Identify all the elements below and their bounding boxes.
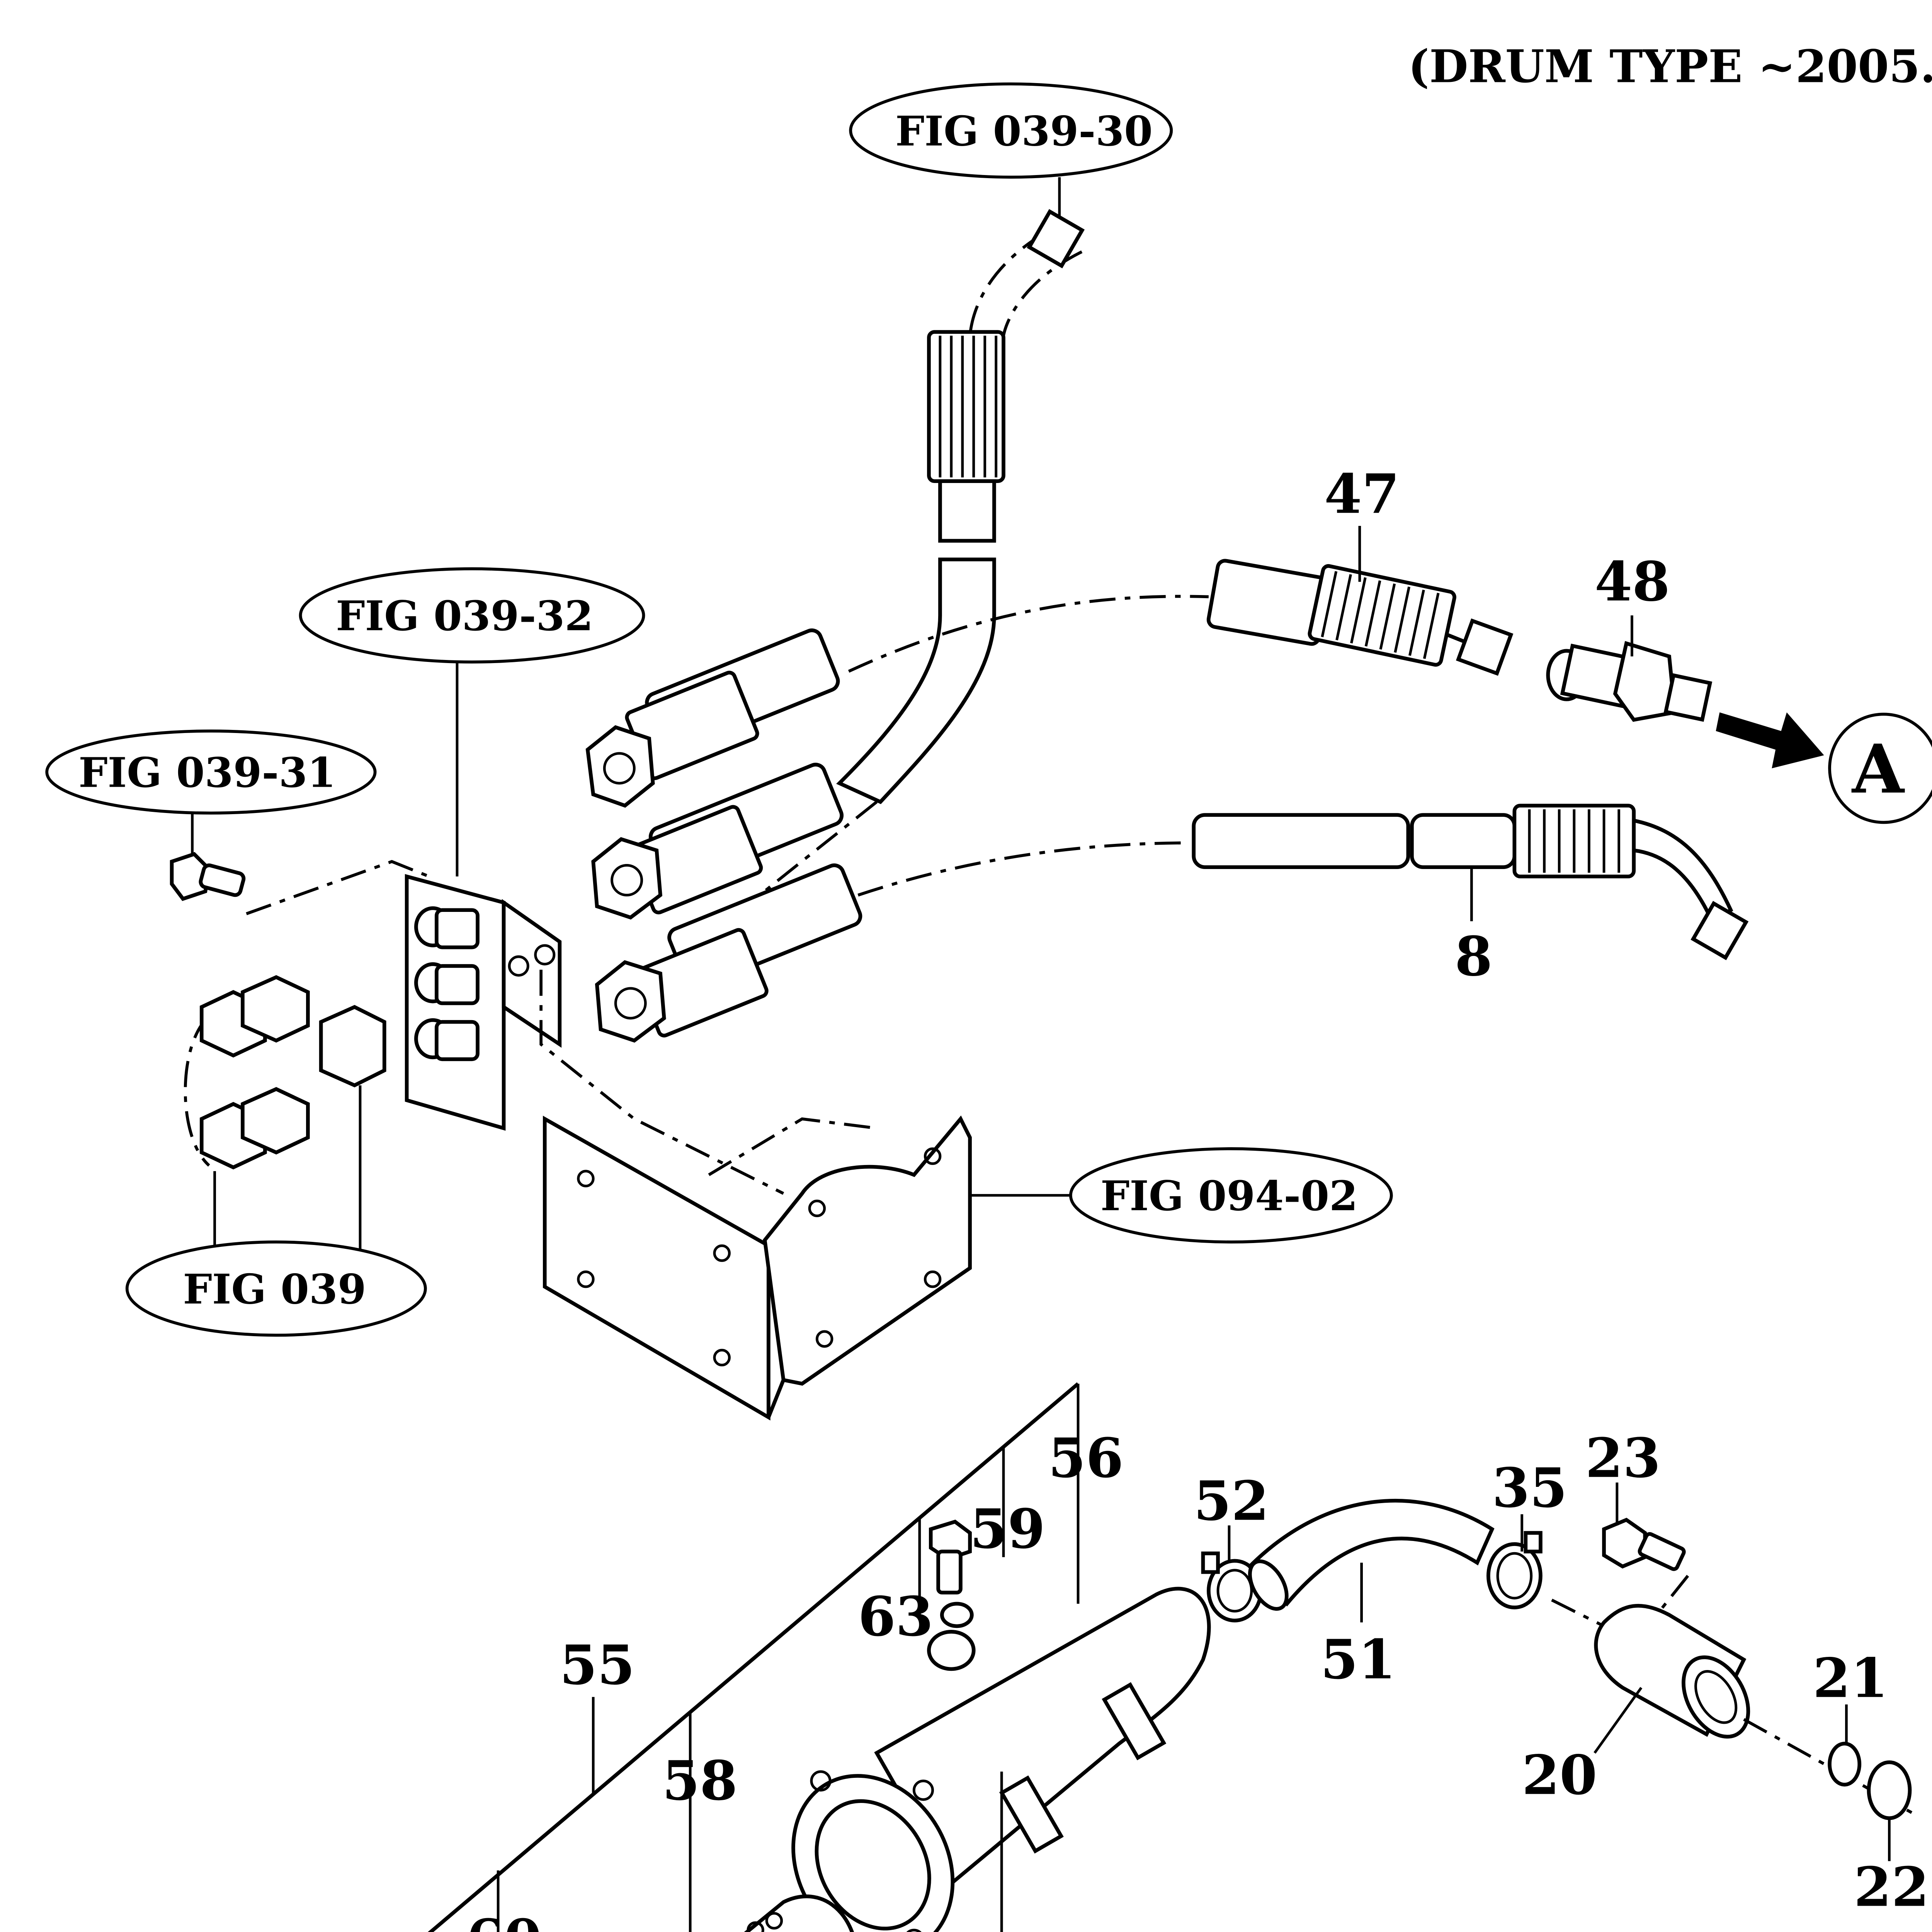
fig-039-callout[interactable]: FIG 039 (125, 1240, 427, 1337)
part-58-label: 58 (662, 1749, 738, 1813)
bracket-fig-094-02 (543, 1115, 972, 1421)
o-ring-22 (1867, 1760, 1912, 1820)
fig-039-31-callout[interactable]: FIG 039-31 (45, 729, 377, 815)
o-ring-21 (1828, 1742, 1862, 1787)
clamp-35 (1486, 1531, 1543, 1609)
diagram-title: (DRUM TYPE ~2005.05.31) (1408, 40, 1932, 93)
part-48-label: 48 (1595, 550, 1670, 614)
fig-039-label: FIG 039 (183, 1265, 366, 1313)
clamp-52-upper (1201, 1551, 1263, 1622)
hose-51 (1247, 1498, 1495, 1611)
part-22-label: 22 (1854, 1855, 1929, 1919)
part-23-label: 23 (1585, 1427, 1661, 1490)
bolt-23 (1602, 1517, 1686, 1571)
fitting-48 (1546, 641, 1713, 722)
hose-ends-group (585, 628, 862, 1043)
fig-039-32-label: FIG 039-32 (336, 592, 593, 640)
hose-upper-vertical (633, 209, 1085, 1008)
part-20-label: 20 (1522, 1744, 1597, 1807)
hose-47 (848, 559, 1514, 676)
fig-094-02-callout[interactable]: FIG 094-02 (1069, 1147, 1393, 1244)
fig-039-31-label: FIG 039-31 (78, 749, 336, 797)
part-52-upper-label: 52 (1194, 1469, 1269, 1533)
fittings-fig-039 (184, 975, 386, 1170)
part-63-label: 63 (858, 1585, 934, 1649)
part-21-label: 21 (1813, 1647, 1888, 1710)
fig-094-02-label: FIG 094-02 (1100, 1172, 1358, 1220)
bolt-59 (929, 1519, 972, 1595)
hose-8 (857, 804, 1749, 960)
washer-63 (940, 1602, 974, 1628)
filter-element-58 (744, 1894, 854, 1932)
bolt-fig-039-31 (170, 852, 246, 901)
view-marker-a-top-label: A (1851, 730, 1905, 808)
part-55-label: 55 (560, 1634, 635, 1697)
elbow-20 (1594, 1604, 1750, 1739)
part-47-label: 47 (1324, 463, 1400, 526)
part-8-label: 8 (1455, 925, 1492, 988)
manifold-block (405, 874, 562, 1131)
part-51-label: 51 (1320, 1628, 1396, 1692)
view-marker-a-top[interactable]: A (1828, 713, 1932, 824)
part-60-label: 60 (466, 1908, 542, 1932)
leader-lines-55 (427, 1382, 1080, 1932)
fig-039-30-label: FIG 039-30 (895, 107, 1153, 155)
filter-housing-56 (791, 1587, 1211, 1932)
part-35-label: 35 (1492, 1457, 1567, 1520)
fig-039-30-callout[interactable]: FIG 039-30 (849, 82, 1173, 179)
fig-039-32-callout[interactable]: FIG 039-32 (299, 567, 645, 664)
arrow-to-a-icon (1716, 712, 1824, 769)
part-59-label: 59 (970, 1498, 1045, 1561)
part-56-label: 56 (1048, 1427, 1124, 1490)
